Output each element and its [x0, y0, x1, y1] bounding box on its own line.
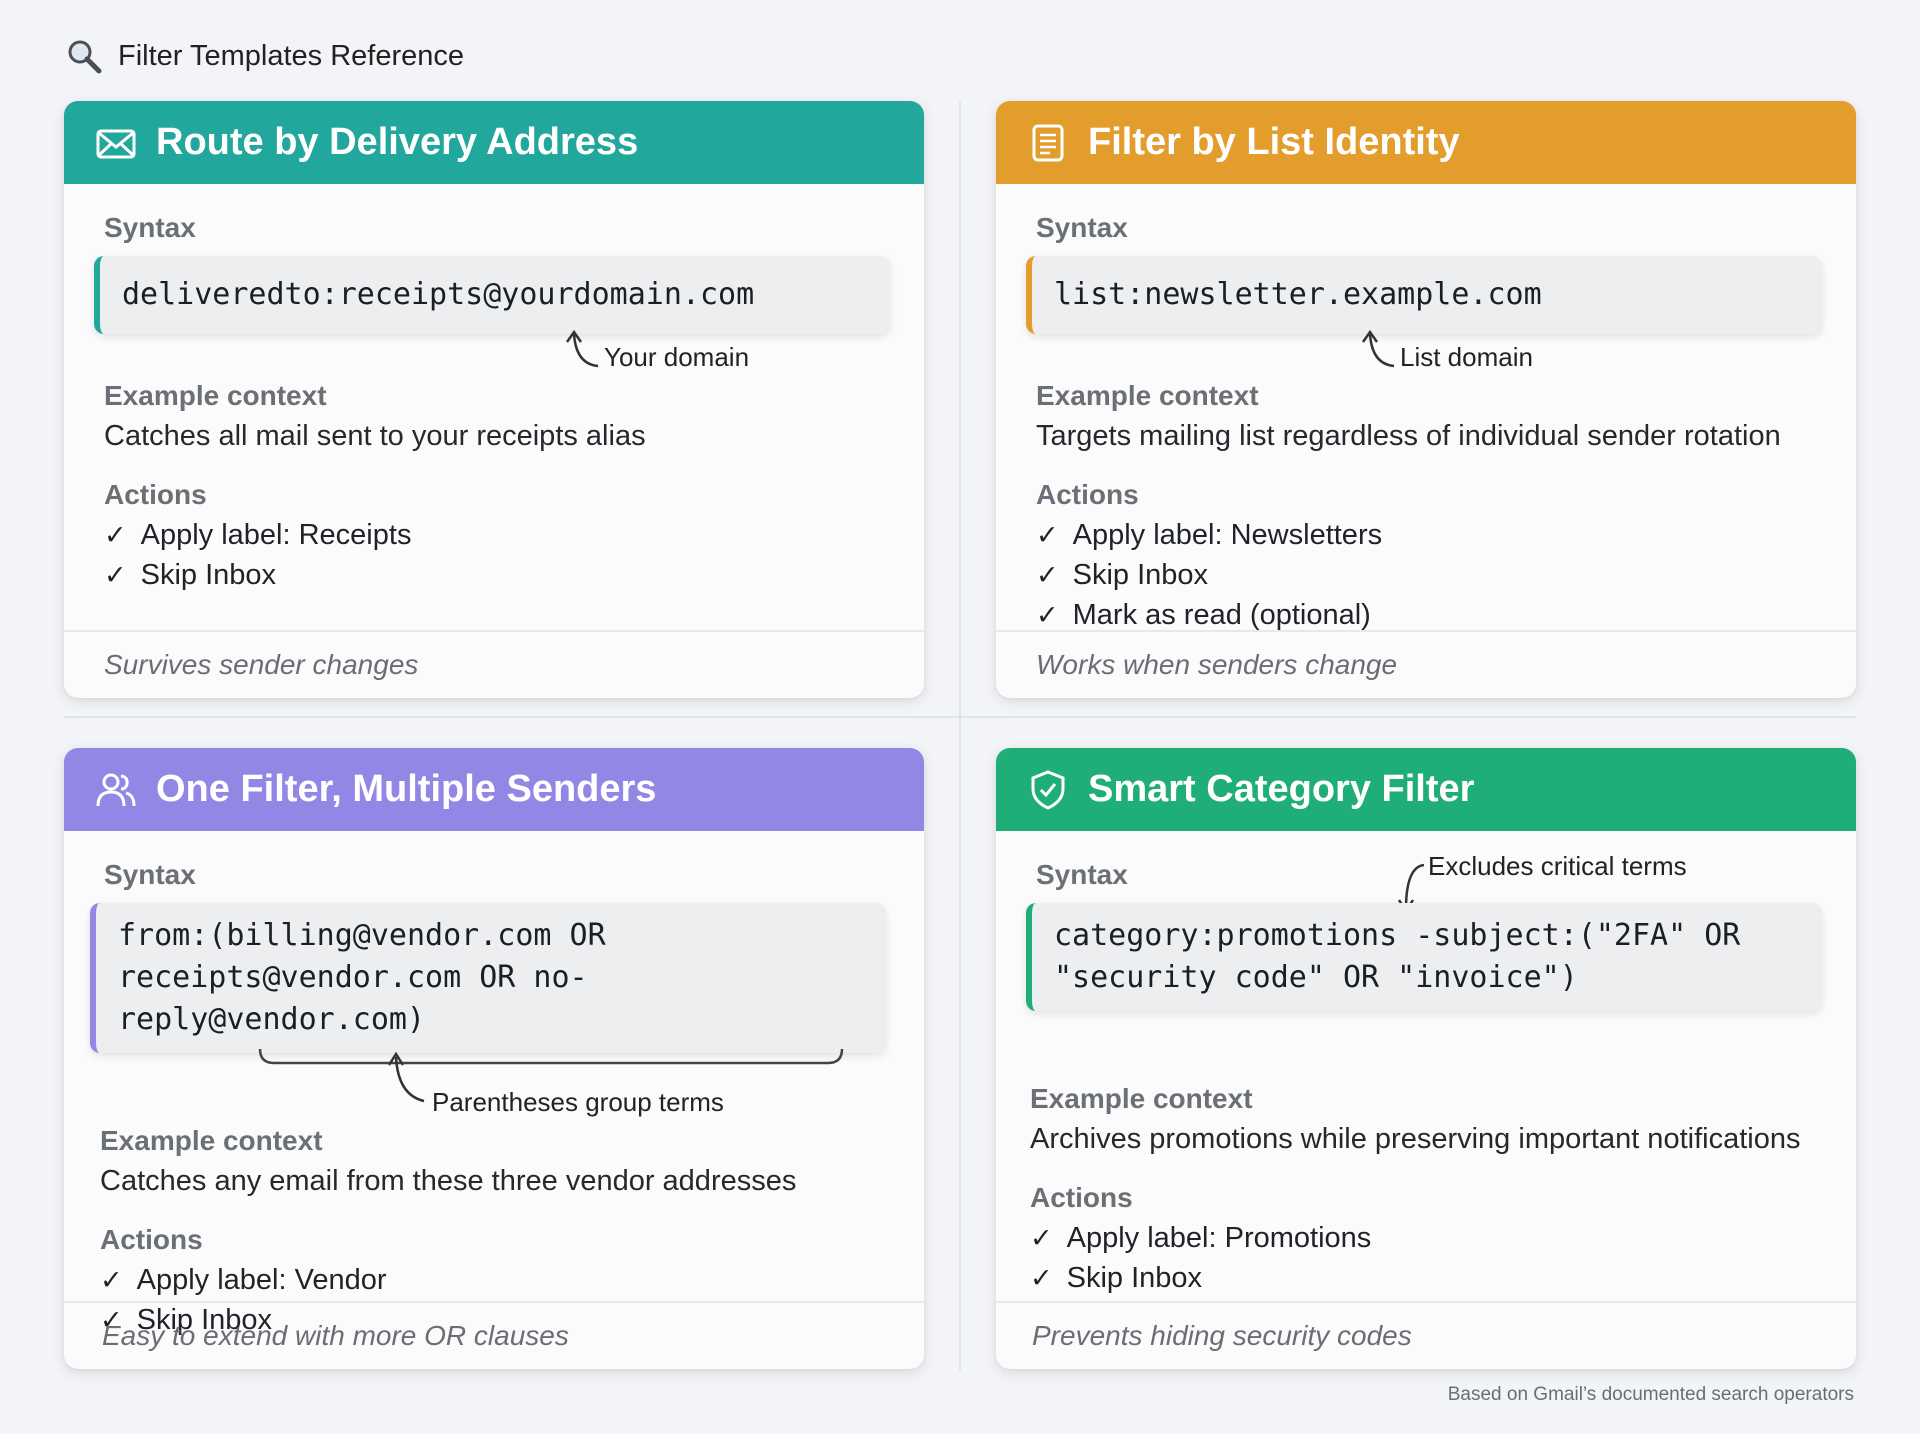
curved-arrow-icon [565, 329, 599, 368]
context-label: Example context [1036, 380, 1259, 411]
syntax-annotation: Your domain [104, 329, 894, 380]
check-icon: ✓ [1036, 560, 1059, 590]
actions-label: Actions [1036, 479, 1139, 510]
syntax-code[interactable]: from:(billing@vendor.com OR receipts@ven… [90, 903, 886, 1053]
context-label: Example context [100, 1125, 323, 1156]
action-item: ✓Skip Inbox [100, 1300, 894, 1340]
check-icon: ✓ [1030, 1223, 1053, 1253]
check-icon: ✓ [1036, 520, 1059, 550]
horizontal-divider [64, 716, 1856, 718]
action-item: ✓Mark as read (optional) [1036, 595, 1826, 635]
annotation-text: Your domain [604, 342, 750, 372]
actions-list: ✓Apply label: Receipts ✓Skip Inbox [104, 515, 894, 595]
context-text: Catches any email from these three vendo… [100, 1165, 797, 1197]
syntax-code[interactable]: category:promotions -subject:("2FA" OR "… [1026, 903, 1822, 1011]
check-icon: ✓ [100, 1305, 123, 1335]
page-header: Filter Templates Reference [64, 36, 464, 76]
syntax-code[interactable]: deliveredto:receipts@yourdomain.com [94, 256, 890, 334]
check-icon: ✓ [104, 520, 127, 550]
users-icon [96, 773, 136, 806]
card-header: Route by Delivery Address [64, 101, 924, 184]
action-item: ✓Apply label: Receipts [104, 515, 894, 555]
actions-label: Actions [100, 1224, 203, 1255]
context-text: Archives promotions while preserving imp… [1030, 1123, 1801, 1155]
actions-list: ✓Apply label: Promotions ✓Skip Inbox [1030, 1218, 1826, 1298]
syntax-text: list:newsletter.example.com [1054, 277, 1542, 312]
magnifier-icon [68, 40, 102, 74]
action-item: ✓Apply label: Vendor [100, 1260, 894, 1300]
page-title: Filter Templates Reference [118, 39, 465, 72]
syntax-annotation: Excludes critical terms [996, 847, 1856, 914]
card-title: Smart Category Filter [1088, 768, 1475, 810]
action-item: ✓Skip Inbox [1030, 1258, 1826, 1298]
template-card-multiple-senders: One Filter, Multiple Senders Syntax from… [64, 748, 924, 1369]
syntax-line-2: receipts@vendor.com OR no-reply@vendor.c… [118, 960, 588, 1037]
check-icon: ✓ [104, 560, 127, 590]
card-header: One Filter, Multiple Senders [64, 748, 924, 831]
bracket-arrow-icon [258, 1048, 844, 1103]
annotation-text: Parentheses group terms [432, 1087, 724, 1117]
action-item: ✓Skip Inbox [104, 555, 894, 595]
syntax-label: Syntax [104, 859, 196, 890]
card-title: Filter by List Identity [1088, 121, 1460, 163]
card-title: One Filter, Multiple Senders [156, 768, 657, 810]
vertical-divider [959, 102, 961, 1370]
actions-label: Actions [104, 479, 207, 510]
template-card-delivery-address: Route by Delivery Address Syntax deliver… [64, 101, 924, 698]
syntax-label: Syntax [1036, 212, 1128, 243]
actions-list: ✓Apply label: Newsletters ✓Skip Inbox ✓M… [1036, 515, 1826, 635]
syntax-annotation: Parentheses group terms [104, 1048, 894, 1117]
syntax-label: Syntax [104, 212, 196, 243]
syntax-annotation: List domain [1036, 329, 1826, 380]
syntax-line-1: from:(billing@vendor.com OR [118, 918, 606, 953]
card-note: Survives sender changes [64, 630, 924, 698]
action-item: ✓Apply label: Newsletters [1036, 515, 1826, 555]
list-document-icon [1032, 124, 1064, 161]
context-label: Example context [1030, 1083, 1253, 1114]
action-item: ✓Skip Inbox [1036, 555, 1826, 595]
template-card-smart-category: Smart Category Filter Syntax Excludes cr… [996, 748, 1856, 1369]
actions-label: Actions [1030, 1182, 1133, 1213]
check-icon: ✓ [100, 1265, 123, 1295]
template-card-list-identity: Filter by List Identity Syntax list:news… [996, 101, 1856, 698]
card-note: Easy to extend with more OR clauses [64, 1301, 924, 1369]
context-label: Example context [104, 380, 327, 411]
card-header: Filter by List Identity [996, 101, 1856, 184]
syntax-line-1: category:promotions -subject:("2FA" OR [1054, 918, 1741, 953]
context-text: Catches all mail sent to your receipts a… [104, 420, 646, 452]
card-header: Smart Category Filter [996, 748, 1856, 831]
syntax-line-2: "security code" OR "invoice") [1054, 960, 1578, 995]
syntax-label: Syntax [1036, 859, 1128, 890]
shield-check-icon [1031, 769, 1065, 810]
annotation-text: List domain [1400, 342, 1533, 372]
card-title: Route by Delivery Address [156, 121, 639, 163]
syntax-text: deliveredto:receipts@yourdomain.com [122, 277, 755, 312]
check-icon: ✓ [1036, 600, 1059, 630]
curved-arrow-icon [1361, 329, 1395, 368]
card-note: Works when senders change [996, 630, 1856, 698]
card-note: Prevents hiding security codes [996, 1301, 1856, 1369]
footer-note: Based on Gmail’s documented search opera… [1447, 1384, 1854, 1405]
check-icon: ✓ [1030, 1263, 1053, 1293]
action-item: ✓Apply label: Promotions [1030, 1218, 1826, 1258]
envelope-icon [96, 129, 136, 158]
context-text: Targets mailing list regardless of indiv… [1036, 420, 1781, 452]
annotation-text: Excludes critical terms [1428, 851, 1687, 881]
syntax-code[interactable]: list:newsletter.example.com [1026, 256, 1822, 334]
actions-list: ✓Apply label: Vendor ✓Skip Inbox [100, 1260, 894, 1340]
